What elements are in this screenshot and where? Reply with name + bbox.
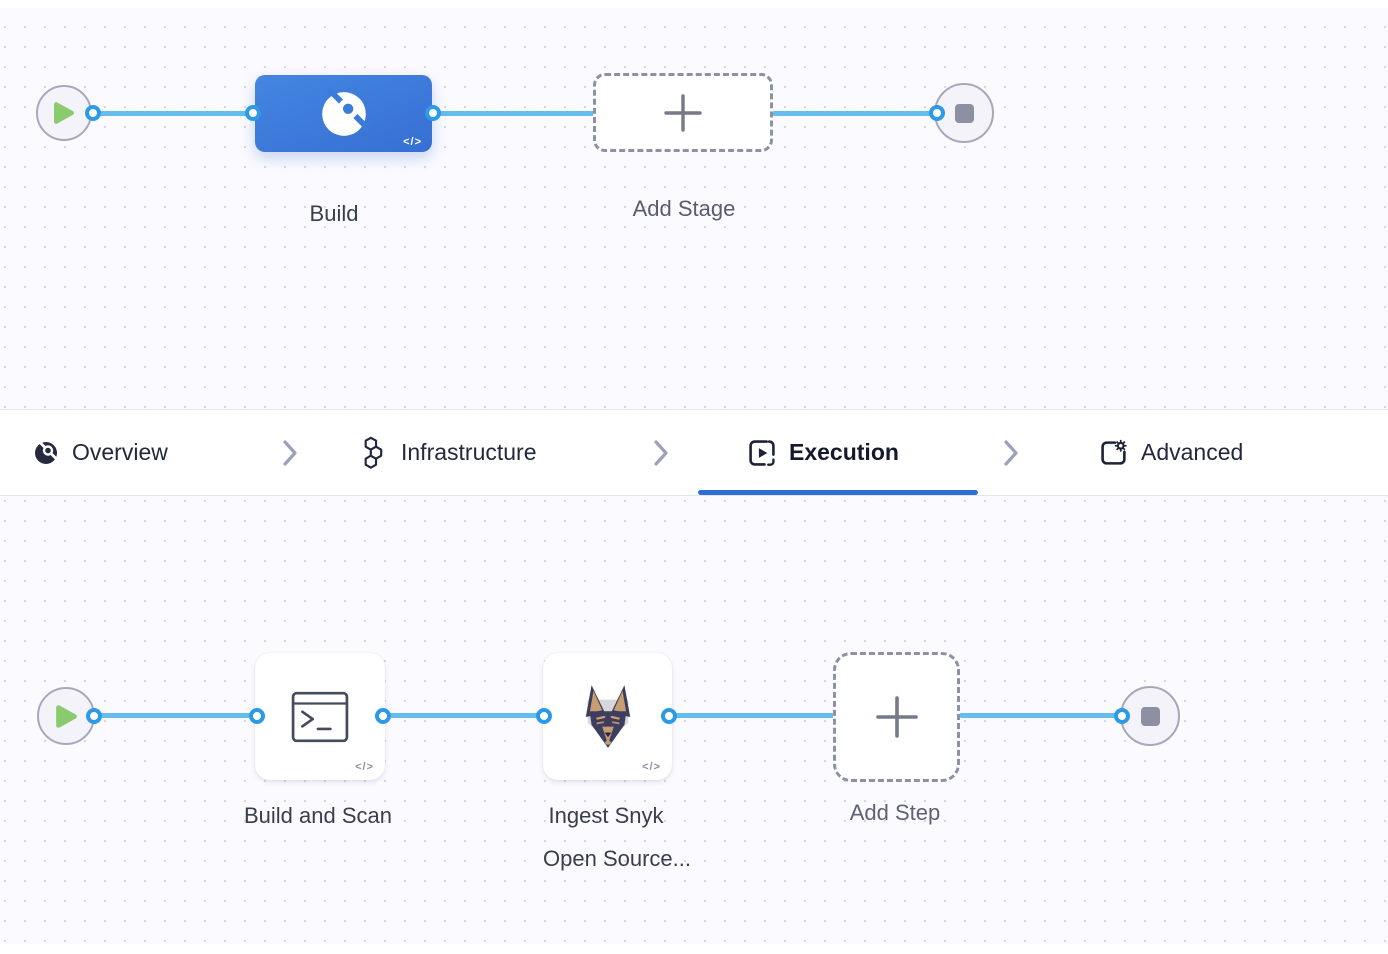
stage-config-tabbar: Overview Infrastructure xyxy=(0,409,1388,496)
edge-connector-dot[interactable] xyxy=(661,708,677,724)
tab-label: Advanced xyxy=(1141,439,1244,465)
step-node-ingest-snyk[interactable]: </> xyxy=(543,653,672,780)
edge-connector-dot[interactable] xyxy=(249,708,265,724)
stage-canvas[interactable] xyxy=(0,0,1388,409)
plus-icon xyxy=(664,93,702,132)
tab-advanced[interactable]: Advanced xyxy=(1100,410,1243,495)
canvas-top-edge xyxy=(0,0,1388,8)
advanced-gear-square-icon xyxy=(1101,439,1127,465)
canvas-bottom-edge xyxy=(0,944,1388,954)
stage-node-build[interactable]: </> xyxy=(255,75,432,152)
code-icon[interactable]: </> xyxy=(355,761,374,773)
stop-icon xyxy=(1140,706,1160,726)
pipeline-end-node[interactable] xyxy=(934,83,994,143)
edge-connector-dot[interactable] xyxy=(536,708,552,724)
chevron-right-icon xyxy=(1004,439,1018,466)
steps-end-node[interactable] xyxy=(1120,686,1180,746)
tab-label: Execution xyxy=(789,439,899,465)
active-tab-underline xyxy=(698,490,978,495)
execution-steps-canvas[interactable] xyxy=(0,494,1388,954)
overview-pie-search-icon xyxy=(35,439,58,464)
code-icon[interactable]: </> xyxy=(642,761,661,773)
pipeline-start-node[interactable] xyxy=(36,85,92,141)
code-icon[interactable]: </> xyxy=(403,136,422,148)
edge-line xyxy=(433,111,595,116)
add-step-label: Add Step xyxy=(849,800,941,825)
edge-line xyxy=(669,713,835,718)
add-step-button[interactable] xyxy=(833,652,960,782)
tab-overview[interactable]: Overview xyxy=(33,410,168,495)
tab-infrastructure[interactable]: Infrastructure xyxy=(363,410,537,495)
edge-line xyxy=(94,713,258,718)
step-node-build-and-scan[interactable]: </> xyxy=(255,653,385,780)
edge-line xyxy=(772,111,938,116)
execution-play-square-icon xyxy=(749,439,775,466)
chevron-right-icon xyxy=(283,439,297,466)
tab-execution[interactable]: Execution xyxy=(748,410,899,495)
edge-connector-dot[interactable] xyxy=(86,708,102,724)
chevron-right-icon xyxy=(654,439,668,466)
play-icon xyxy=(55,704,77,728)
edge-connector-dot[interactable] xyxy=(425,105,441,121)
edge-connector-dot[interactable] xyxy=(375,708,391,724)
play-icon xyxy=(54,102,74,124)
stage-label-build: Build xyxy=(309,201,359,226)
step-label-snyk-line2: Open Source... xyxy=(543,846,691,871)
step-label-snyk-line1: Ingest Snyk xyxy=(548,803,664,828)
edge-line xyxy=(93,111,255,116)
snyk-doberman-icon xyxy=(585,684,630,748)
step-label-build-and-scan: Build and Scan xyxy=(244,803,392,828)
edge-connector-dot[interactable] xyxy=(245,105,261,121)
plus-icon xyxy=(875,696,918,738)
hexagons-icon xyxy=(364,436,383,469)
add-stage-button[interactable] xyxy=(593,73,773,152)
edge-connector-dot[interactable] xyxy=(85,105,101,121)
ci-pie-search-icon xyxy=(321,87,370,136)
add-stage-label: Add Stage xyxy=(632,196,736,221)
edge-line xyxy=(959,713,1123,718)
tab-label: Overview xyxy=(72,439,168,465)
terminal-icon xyxy=(291,691,349,742)
tab-label: Infrastructure xyxy=(401,439,537,465)
edge-line xyxy=(383,713,545,718)
stop-icon xyxy=(954,103,974,123)
edge-connector-dot[interactable] xyxy=(1114,708,1130,724)
steps-start-node[interactable] xyxy=(37,687,95,745)
edge-connector-dot[interactable] xyxy=(929,105,945,121)
